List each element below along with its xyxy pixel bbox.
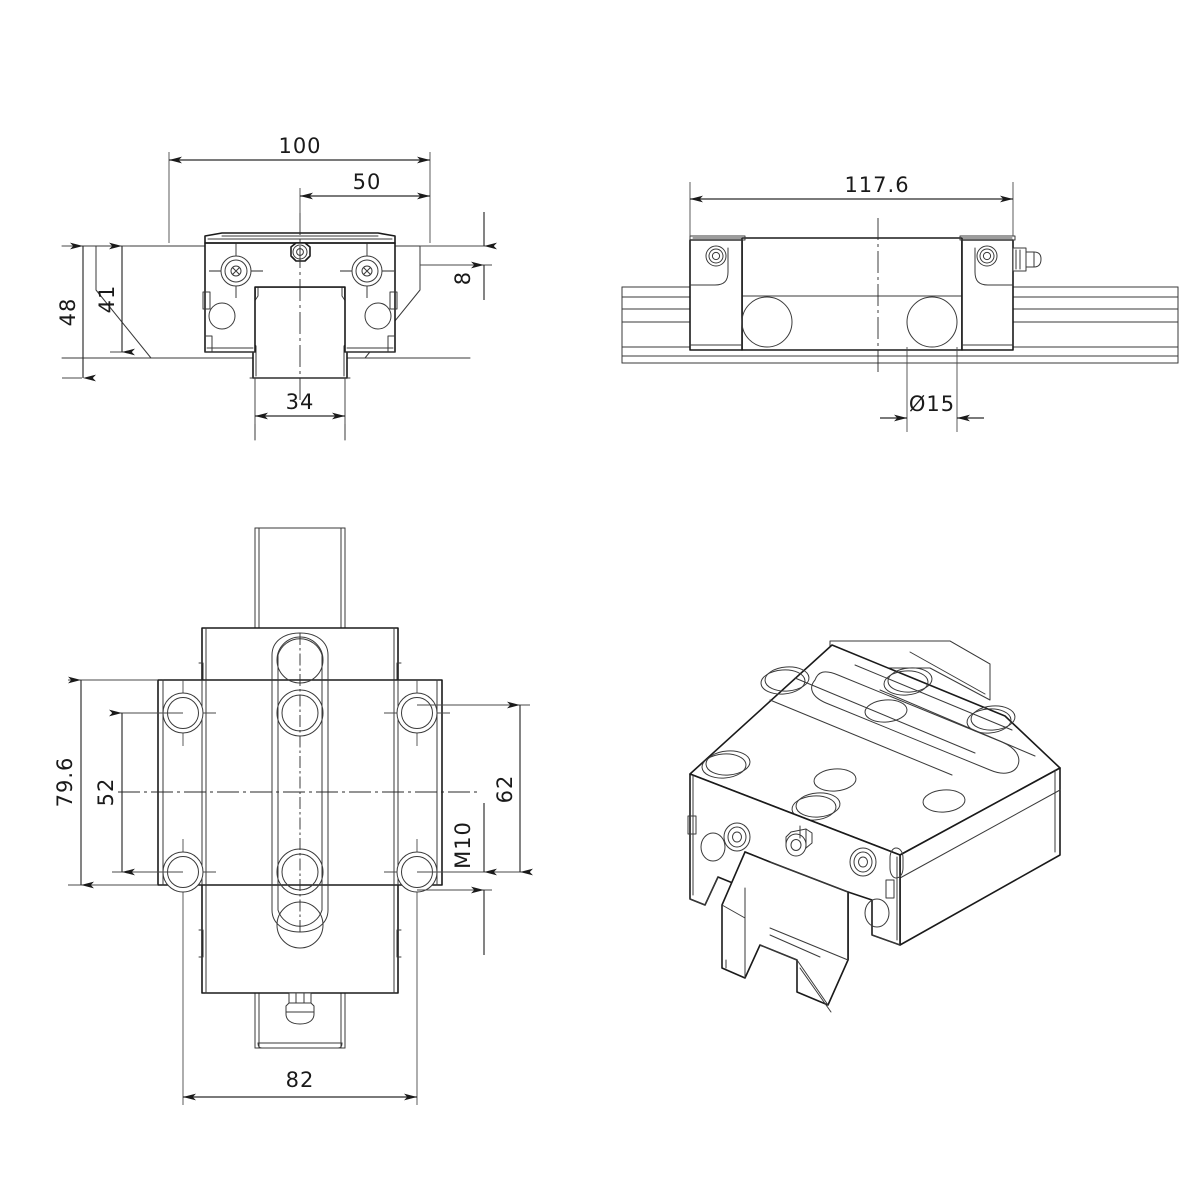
iso-screw-left	[723, 822, 751, 852]
isometric-view	[687, 640, 1061, 1013]
dimension-82-text: 82	[286, 1068, 315, 1092]
dimension-52-text: 52	[94, 778, 118, 807]
top-view: 79.6 52 62 M10 82	[53, 527, 533, 1105]
dimension-8: 8	[420, 212, 497, 300]
bore-right	[906, 296, 958, 348]
dimension-8-text: 8	[451, 271, 475, 285]
iso-rail-through	[721, 851, 849, 1013]
dimension-41-text: 41	[95, 285, 119, 314]
dimension-34: 34	[254, 378, 346, 424]
dimension-117-6-text: 117.6	[844, 173, 909, 197]
dimension-50: 50	[299, 170, 430, 213]
center-slot-top	[271, 632, 329, 933]
dimension-117-6: 117.6	[689, 173, 1014, 236]
dimension-79-6: 79.6	[53, 676, 158, 889]
dimension-48-text: 48	[56, 298, 80, 327]
dimension-34-text: 34	[286, 390, 315, 414]
screw-right-front	[340, 243, 394, 298]
grease-nipple-front	[290, 242, 311, 262]
endcap-screw-right	[976, 245, 998, 267]
dimension-82: 82	[182, 905, 418, 1105]
grease-nipple-top-view	[285, 992, 315, 1025]
front-view: 100 50 48 41 8	[56, 134, 497, 441]
dimension-41: 41	[95, 242, 135, 356]
mounting-hole-top-right	[384, 680, 450, 746]
dimension-dia15-text: Ø15	[909, 392, 955, 416]
screw-left-front	[209, 243, 263, 298]
dimension-79-6-text: 79.6	[53, 757, 77, 808]
dimension-62-text: 62	[493, 775, 517, 804]
carriage-block-side	[689, 235, 1016, 351]
dimension-48: 48	[56, 242, 96, 382]
dimension-100-text: 100	[278, 134, 321, 158]
iso-screw-right	[849, 847, 877, 877]
dimension-100: 100	[168, 134, 431, 243]
grease-nipple-side	[1012, 247, 1042, 272]
dimension-dia15: Ø15	[880, 347, 984, 432]
dimension-m10: M10	[417, 803, 497, 955]
dimension-50-text: 50	[353, 170, 382, 194]
dimension-m10-text: M10	[451, 821, 475, 869]
endcap-screw-left	[705, 245, 727, 267]
iso-top-holes	[701, 666, 1016, 821]
iso-grease-nipple	[785, 825, 813, 857]
bore-left	[741, 296, 793, 348]
dimension-52: 52	[94, 709, 183, 876]
side-view: 117.6 Ø15	[621, 173, 1179, 432]
